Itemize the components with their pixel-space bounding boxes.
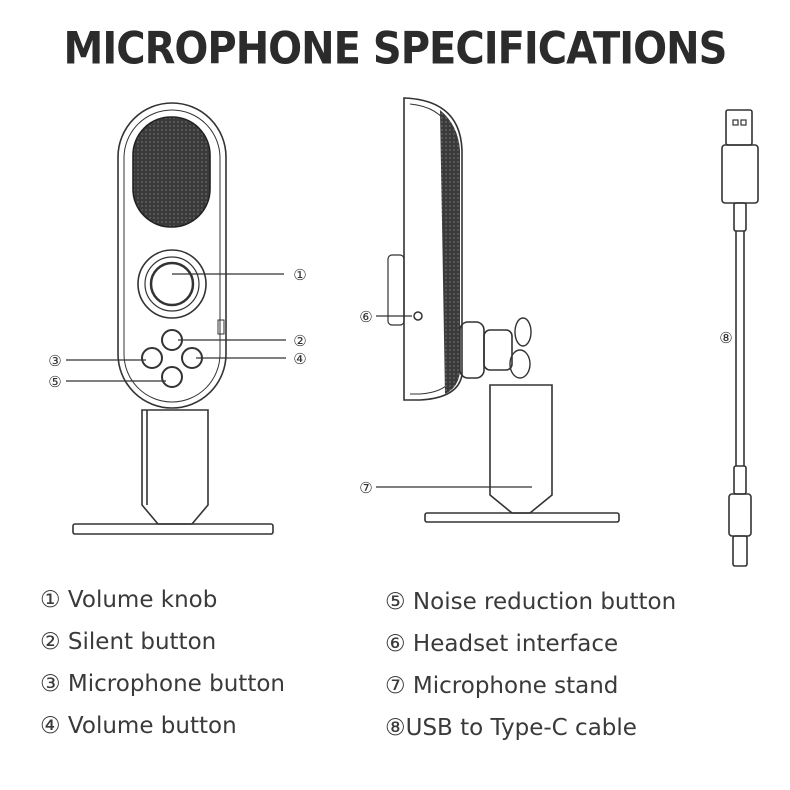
callout-8: ⑧ [719,329,732,347]
callout-7: ⑦ [359,479,372,497]
microphone-button [141,347,163,369]
legend-item-volume-button: ④ Volume button [40,713,237,739]
side-stand-column [489,384,553,514]
legend-item-microphone-button: ③ Microphone button [40,671,285,697]
side-view [376,97,620,523]
tension-knob [514,317,532,347]
side-base-plate [424,512,620,523]
usb-a-housing [721,144,759,204]
legend-item-noise-reduction-button: ⑤ Noise reduction button [385,589,677,615]
front-mic-body [117,102,227,409]
front-base-plate [72,523,274,535]
swivel-mount [459,321,485,379]
volume-knob [149,261,195,307]
callout-3: ③ [48,352,61,370]
legend-item-headset-interface: ⑥ Headset interface [385,631,619,657]
usb-cable [721,109,759,567]
side-mic-body [403,97,463,401]
grille [132,116,211,228]
front-stand-column [141,409,209,525]
legend-item-volume-knob: ① Volume knob [40,587,218,613]
volume-knob-ring [137,249,207,319]
callout-4: ④ [293,350,306,368]
usb-a-plug [725,109,753,146]
headset-port [413,311,423,321]
callout-5: ⑤ [48,373,61,391]
callout-1: ① [293,266,306,284]
callout-6: ⑥ [359,308,372,326]
callout-2: ② [293,332,306,350]
page-title: MICROPHONE SPECIFICATIONS [63,23,728,75]
noise-reduction-button [161,366,183,388]
legend-item-microphone-stand: ⑦ Microphone stand [385,673,619,699]
front-view [66,102,286,535]
legend-item-usb-cable: ⑧USB to Type-C cable [385,715,637,741]
legend-item-silent-button: ② Silent button [40,629,217,655]
type-c-housing [728,493,752,537]
type-c-plug [732,535,748,567]
